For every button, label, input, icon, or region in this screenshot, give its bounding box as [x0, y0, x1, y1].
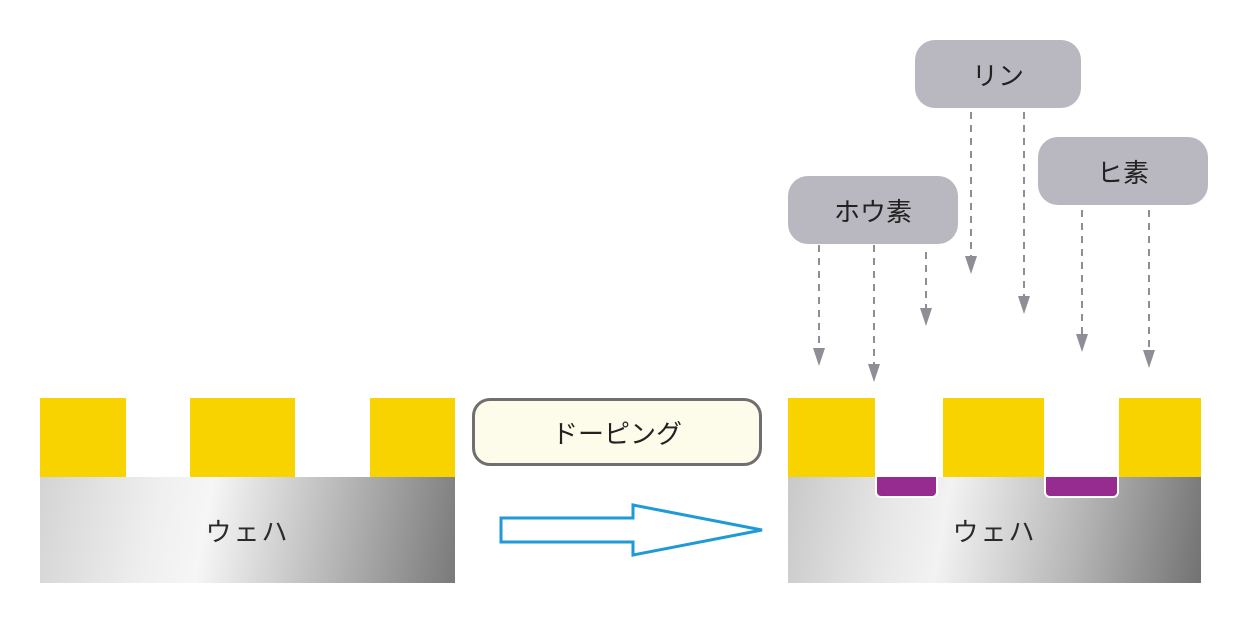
wafer-after: ウェハ: [788, 477, 1201, 583]
doping-process-label: ドーピング: [472, 398, 762, 466]
boron-arrowhead-3: [920, 308, 932, 326]
process-arrow-icon: [499, 503, 763, 557]
wafer-after-label: ウェハ: [952, 517, 1037, 548]
mask-block-after-3: [1119, 398, 1201, 477]
arsenic-arrows: [1081, 210, 1150, 352]
phosphorus-arrowhead-2: [1018, 296, 1030, 314]
doped-region-2: [1044, 477, 1119, 498]
dopant-arsenic-box: ヒ素: [1038, 137, 1208, 205]
boron-arrowhead-1: [813, 348, 825, 366]
wafer-before-label: ウェハ: [205, 517, 290, 548]
dopant-boron-label: ホウ素: [833, 197, 912, 228]
dopant-phosphorus-box: リン: [915, 40, 1081, 108]
mask-block-after-2: [943, 398, 1044, 477]
mask-block-after-1: [788, 398, 875, 477]
mask-block-before-1: [40, 398, 126, 477]
boron-arrows: [818, 245, 927, 366]
dopant-phosphorus-label: リン: [971, 61, 1024, 92]
wafer-before: ウェハ: [40, 477, 455, 583]
mask-block-before-2: [190, 398, 295, 477]
arsenic-arrowhead-2: [1143, 350, 1155, 368]
arsenic-arrowhead-1: [1076, 334, 1088, 352]
phosphorus-arrowhead-1: [965, 256, 977, 274]
boron-arrowhead-2: [868, 364, 880, 382]
doping-process-text: ドーピング: [551, 419, 682, 450]
mask-block-before-3: [370, 398, 455, 477]
phosphorus-arrows: [970, 112, 1025, 298]
dopant-boron-box: ホウ素: [788, 176, 958, 244]
dopant-arsenic-label: ヒ素: [1096, 158, 1149, 189]
doped-region-1: [875, 477, 938, 498]
